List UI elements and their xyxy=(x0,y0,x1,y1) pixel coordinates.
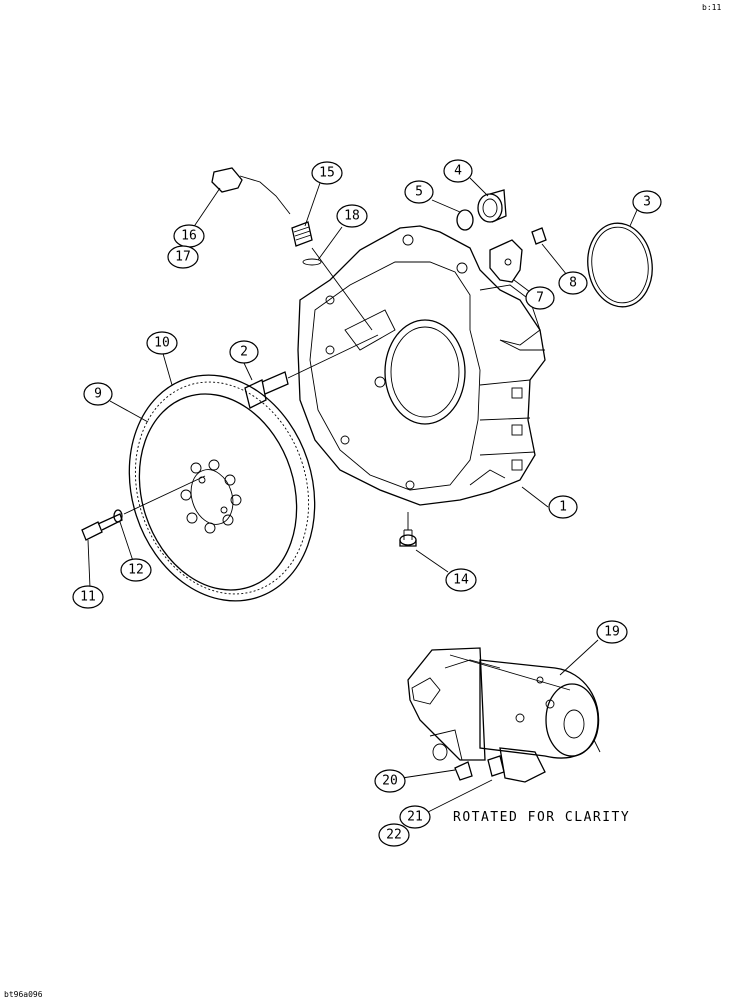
svg-text:10: 10 xyxy=(154,336,170,351)
leader-sensor xyxy=(311,247,373,331)
callout-4: 4 xyxy=(443,159,473,183)
plug-and-seal xyxy=(456,189,507,231)
callout-3: 3 xyxy=(632,190,662,214)
svg-text:3: 3 xyxy=(643,195,651,210)
svg-text:4: 4 xyxy=(454,164,462,179)
svg-text:21: 21 xyxy=(407,810,423,825)
callout-12: 12 xyxy=(120,558,152,582)
callout-17: 17 xyxy=(167,245,199,269)
callout-15: 15 xyxy=(311,161,343,185)
callout-5: 5 xyxy=(404,180,434,204)
callout-14: 14 xyxy=(445,568,477,592)
callout-9: 9 xyxy=(83,382,113,406)
svg-text:2: 2 xyxy=(240,345,248,360)
figure-code: bt96a096 xyxy=(4,990,43,999)
flywheel-bolt xyxy=(81,509,123,541)
drain-plug xyxy=(399,512,417,547)
callout-10: 10 xyxy=(146,331,178,355)
callout-22: 22 xyxy=(378,823,410,847)
leader-flywheel-bolt xyxy=(123,475,206,515)
svg-text:9: 9 xyxy=(94,387,102,402)
leader-housing-bolt xyxy=(287,334,379,379)
callout-1: 1 xyxy=(548,495,578,519)
callout-16: 16 xyxy=(173,224,205,248)
callout-leaders xyxy=(87,177,638,813)
starter-motor xyxy=(407,647,601,783)
cover-plate xyxy=(489,227,547,283)
housing-bolt xyxy=(244,371,289,409)
callout-2: 2 xyxy=(229,340,259,364)
callout-18: 18 xyxy=(336,204,368,228)
svg-text:8: 8 xyxy=(569,276,577,291)
svg-text:1: 1 xyxy=(559,500,567,515)
svg-text:5: 5 xyxy=(415,185,423,200)
callout-7: 7 xyxy=(525,286,555,310)
svg-text:11: 11 xyxy=(80,590,96,605)
svg-text:22: 22 xyxy=(386,828,402,843)
seal-ring xyxy=(587,222,653,308)
callout-21: 21 xyxy=(399,805,431,829)
flywheel xyxy=(128,374,316,602)
callout-19: 19 xyxy=(596,620,628,644)
svg-text:7: 7 xyxy=(536,291,544,306)
svg-text:17: 17 xyxy=(175,250,191,265)
callout-8: 8 xyxy=(558,271,588,295)
svg-text:14: 14 xyxy=(453,573,469,588)
svg-text:18: 18 xyxy=(344,209,360,224)
svg-text:20: 20 xyxy=(382,774,398,789)
speed-sensor xyxy=(211,167,322,266)
callout-20: 20 xyxy=(374,769,406,793)
callout-11: 11 xyxy=(72,585,104,609)
svg-text:16: 16 xyxy=(181,229,197,244)
flywheel-housing xyxy=(297,225,546,506)
corner-code: b:11 xyxy=(702,3,721,12)
svg-text:19: 19 xyxy=(604,625,620,640)
svg-text:12: 12 xyxy=(128,563,144,578)
rotated-caption: ROTATED FOR CLARITY xyxy=(453,810,630,825)
svg-text:15: 15 xyxy=(319,166,335,181)
